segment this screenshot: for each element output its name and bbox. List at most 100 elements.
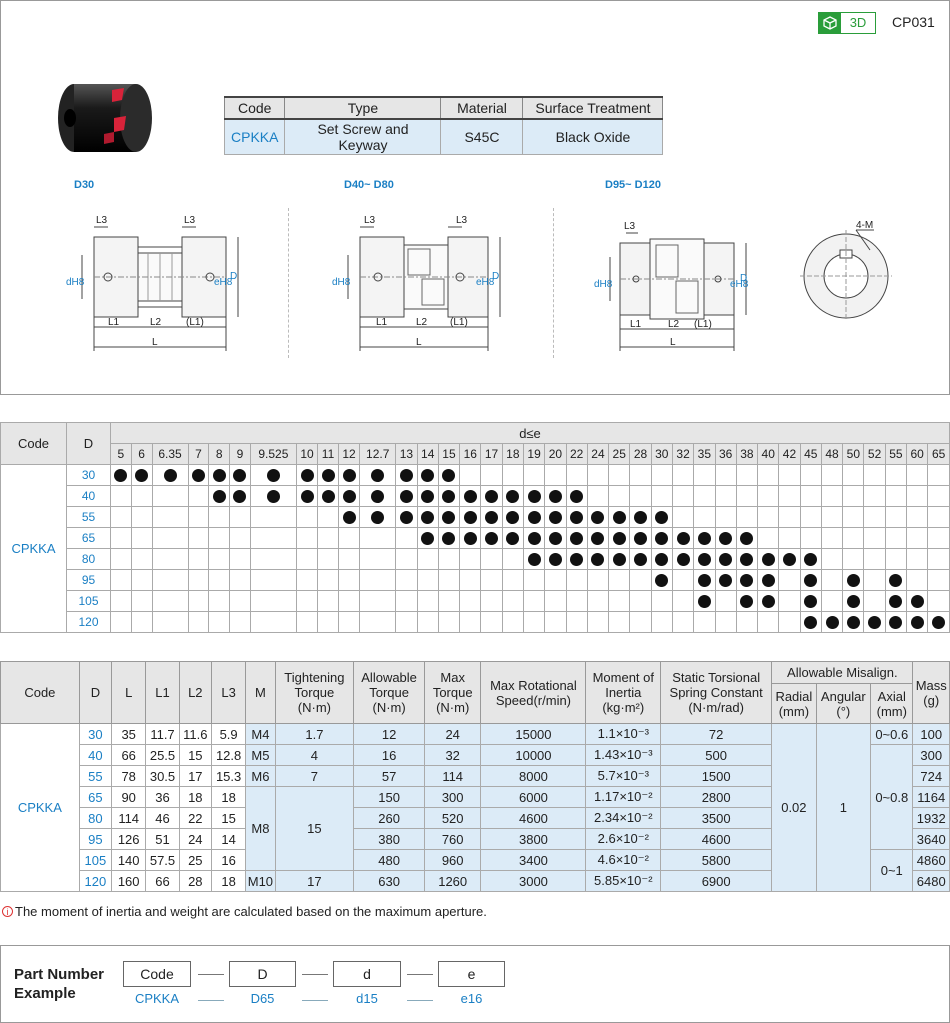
mtable-d[interactable]: 105 [78, 849, 113, 871]
available-dot-icon[interactable] [910, 595, 924, 609]
available-dot-icon[interactable] [612, 532, 626, 546]
available-dot-icon[interactable] [506, 490, 520, 504]
available-dot-icon[interactable] [421, 511, 435, 525]
available-dot-icon[interactable] [697, 595, 711, 609]
dtable-d-value[interactable]: 95 [66, 569, 111, 591]
available-dot-icon[interactable] [371, 490, 385, 504]
available-dot-icon[interactable] [527, 553, 541, 567]
available-dot-icon[interactable] [719, 553, 733, 567]
available-dot-icon[interactable] [321, 469, 335, 483]
mtable-d[interactable]: 55 [78, 765, 113, 787]
available-dot-icon[interactable] [321, 490, 335, 504]
available-dot-icon[interactable] [300, 490, 314, 504]
available-dot-icon[interactable] [527, 511, 541, 525]
available-dot-icon[interactable] [634, 532, 648, 546]
available-dot-icon[interactable] [655, 574, 669, 588]
available-dot-icon[interactable] [191, 469, 205, 483]
available-dot-icon[interactable] [266, 490, 280, 504]
available-dot-icon[interactable] [804, 553, 818, 567]
available-dot-icon[interactable] [868, 616, 882, 630]
available-dot-icon[interactable] [342, 511, 356, 525]
dtable-d-value[interactable]: 105 [66, 590, 111, 612]
available-dot-icon[interactable] [342, 490, 356, 504]
available-dot-icon[interactable] [612, 553, 626, 567]
available-dot-icon[interactable] [421, 490, 435, 504]
available-dot-icon[interactable] [442, 532, 456, 546]
available-dot-icon[interactable] [421, 469, 435, 483]
available-dot-icon[interactable] [655, 511, 669, 525]
available-dot-icon[interactable] [697, 574, 711, 588]
mtable-d[interactable]: 120 [78, 870, 113, 892]
available-dot-icon[interactable] [442, 469, 456, 483]
available-dot-icon[interactable] [697, 532, 711, 546]
available-dot-icon[interactable] [740, 574, 754, 588]
available-dot-icon[interactable] [782, 553, 796, 567]
available-dot-icon[interactable] [506, 532, 520, 546]
available-dot-icon[interactable] [676, 553, 690, 567]
available-dot-icon[interactable] [485, 511, 499, 525]
available-dot-icon[interactable] [740, 595, 754, 609]
dtable-d-value[interactable]: 80 [66, 548, 111, 570]
available-dot-icon[interactable] [889, 574, 903, 588]
spec-code[interactable]: CPKKA [223, 118, 286, 155]
available-dot-icon[interactable] [655, 532, 669, 546]
available-dot-icon[interactable] [591, 532, 605, 546]
available-dot-icon[interactable] [463, 511, 477, 525]
available-dot-icon[interactable] [212, 490, 226, 504]
available-dot-icon[interactable] [676, 532, 690, 546]
mtable-d[interactable]: 95 [78, 828, 113, 850]
available-dot-icon[interactable] [932, 616, 946, 630]
available-dot-icon[interactable] [442, 511, 456, 525]
available-dot-icon[interactable] [889, 595, 903, 609]
mtable-d[interactable]: 30 [78, 723, 113, 745]
available-dot-icon[interactable] [634, 511, 648, 525]
available-dot-icon[interactable] [548, 511, 562, 525]
available-dot-icon[interactable] [485, 532, 499, 546]
3d-view-button[interactable]: 3D [818, 12, 876, 34]
available-dot-icon[interactable] [910, 616, 924, 630]
available-dot-icon[interactable] [634, 553, 648, 567]
available-dot-icon[interactable] [442, 490, 456, 504]
available-dot-icon[interactable] [846, 616, 860, 630]
available-dot-icon[interactable] [889, 616, 903, 630]
available-dot-icon[interactable] [655, 553, 669, 567]
available-dot-icon[interactable] [548, 490, 562, 504]
available-dot-icon[interactable] [719, 532, 733, 546]
available-dot-icon[interactable] [697, 553, 711, 567]
available-dot-icon[interactable] [570, 511, 584, 525]
available-dot-icon[interactable] [548, 532, 562, 546]
available-dot-icon[interactable] [463, 490, 477, 504]
dtable-code[interactable]: CPKKA [0, 464, 67, 633]
available-dot-icon[interactable] [485, 490, 499, 504]
available-dot-icon[interactable] [421, 532, 435, 546]
available-dot-icon[interactable] [804, 616, 818, 630]
dtable-d-value[interactable]: 30 [66, 464, 111, 486]
mtable-d[interactable]: 80 [78, 807, 113, 829]
mtable-code[interactable]: CPKKA [0, 723, 80, 892]
available-dot-icon[interactable] [527, 532, 541, 546]
available-dot-icon[interactable] [114, 469, 128, 483]
available-dot-icon[interactable] [612, 511, 626, 525]
available-dot-icon[interactable] [300, 469, 314, 483]
available-dot-icon[interactable] [342, 469, 356, 483]
available-dot-icon[interactable] [804, 574, 818, 588]
available-dot-icon[interactable] [570, 490, 584, 504]
dtable-d-value[interactable]: 55 [66, 506, 111, 528]
available-dot-icon[interactable] [591, 553, 605, 567]
available-dot-icon[interactable] [506, 511, 520, 525]
available-dot-icon[interactable] [740, 532, 754, 546]
available-dot-icon[interactable] [570, 532, 584, 546]
available-dot-icon[interactable] [135, 469, 149, 483]
available-dot-icon[interactable] [266, 469, 280, 483]
available-dot-icon[interactable] [761, 574, 775, 588]
available-dot-icon[interactable] [825, 616, 839, 630]
available-dot-icon[interactable] [212, 469, 226, 483]
available-dot-icon[interactable] [846, 574, 860, 588]
dtable-d-value[interactable]: 65 [66, 527, 111, 549]
available-dot-icon[interactable] [233, 490, 247, 504]
available-dot-icon[interactable] [371, 511, 385, 525]
available-dot-icon[interactable] [371, 469, 385, 483]
available-dot-icon[interactable] [591, 511, 605, 525]
available-dot-icon[interactable] [761, 553, 775, 567]
available-dot-icon[interactable] [719, 574, 733, 588]
